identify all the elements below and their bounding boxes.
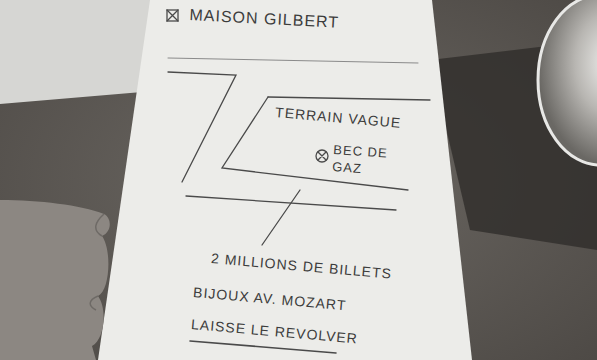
fingertips (90, 214, 104, 310)
handwritten-note: BEC DE GAZ (332, 141, 392, 179)
lamp-mark (318, 152, 326, 160)
street (268, 97, 430, 100)
street (168, 72, 236, 182)
handwritten-note: TERRAIN VAGUE (275, 104, 402, 132)
glass (538, 0, 597, 165)
house-mark (167, 10, 178, 21)
note-paper (98, 0, 472, 360)
house-mark (167, 10, 178, 21)
lamp-mark (316, 150, 328, 162)
header-rule (168, 58, 418, 63)
handwritten-note: LAISSE LE REVOLVER (191, 316, 359, 348)
map-sketch (167, 10, 430, 353)
back-paper (0, 0, 152, 104)
hand (0, 200, 110, 360)
handwritten-note: MAISON GILBERT (189, 6, 339, 31)
handwritten-note: 2 MILLIONS DE BILLETS (211, 250, 393, 283)
handwritten-note: BIJOUX AV. MOZART (193, 284, 348, 314)
street (262, 190, 300, 245)
street (222, 97, 408, 190)
